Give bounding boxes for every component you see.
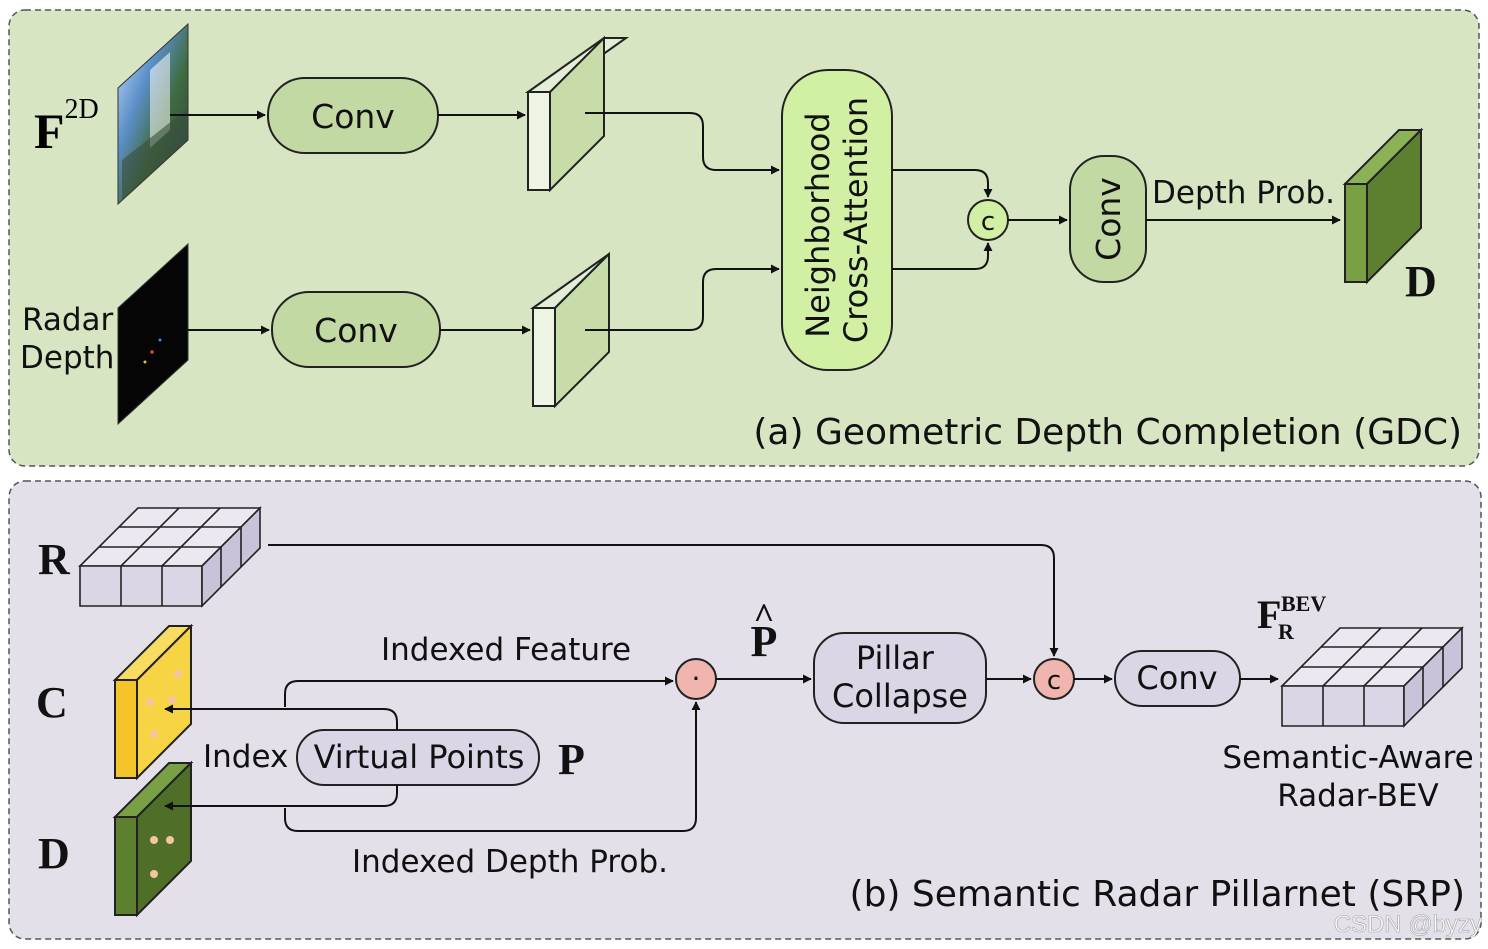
srp-connections — [164, 544, 1279, 832]
gdc-panel: F2D Radar Depth Conv Conv — [8, 9, 1480, 467]
neighborhood-cross-attention-block — [781, 69, 893, 371]
radar-bev-grid — [1280, 626, 1464, 728]
neighborhood-label: Neighborhood Cross-Attention — [799, 97, 875, 343]
srp-panel: R C D Indexed Feature Virtual Points Ind — [8, 480, 1483, 940]
p-label: P — [558, 735, 585, 784]
srp-caption: (b) Semantic Radar Pillarnet (SRP) — [850, 874, 1465, 915]
p-hat-label: P — [751, 617, 778, 666]
c-label: C — [36, 678, 68, 727]
radar-feature-tensor — [529, 251, 610, 409]
conv-bottom-label: Conv — [314, 311, 398, 350]
multiply-symbol: · — [692, 662, 701, 695]
virtual-points-label: Virtual Points — [314, 738, 525, 776]
depth-d-tensor — [112, 760, 194, 918]
conv-srp-label: Conv — [1136, 659, 1217, 697]
p-hat-accent: ^ — [754, 596, 775, 636]
output-d-label: D — [1405, 257, 1437, 306]
indexed-feature-label: Indexed Feature — [381, 632, 631, 668]
image-feature-tensor — [524, 35, 630, 193]
bev-output-label: F — [1257, 592, 1281, 637]
d-label: D — [38, 829, 70, 878]
index-label: Index — [203, 739, 288, 775]
concat-symbol-srp: c — [1047, 666, 1061, 696]
radar-depth-image-icon — [117, 242, 189, 426]
pillar-collapse-label: Pillar Collapse — [832, 639, 968, 715]
bev-output-sub: R — [1278, 619, 1295, 644]
radar-pillar-grid — [78, 506, 262, 608]
watermark: CSDN @byzy — [1334, 911, 1482, 938]
semantic-c-tensor — [112, 623, 194, 781]
bev-output-sup: BEV — [1281, 591, 1326, 616]
conv-top-label: Conv — [311, 97, 395, 136]
f2d-label: F2D — [34, 94, 99, 159]
radar-depth-label: Radar Depth — [20, 302, 123, 376]
conv-vertical-label: Conv — [1089, 177, 1128, 261]
virtual-points-block — [296, 729, 540, 786]
depth-prob-label: Depth Prob. — [1152, 175, 1335, 211]
gdc-connections — [170, 110, 1341, 335]
depth-prob-tensor — [1342, 127, 1424, 285]
indexed-depth-prob-label: Indexed Depth Prob. — [352, 844, 668, 880]
gdc-caption: (a) Geometric Depth Completion (GDC) — [753, 412, 1462, 453]
concat-symbol-gdc: c — [981, 207, 995, 237]
camera-image-icon — [117, 22, 189, 206]
bev-caption: Semantic-Aware Radar-BEV — [1222, 740, 1483, 814]
r-label: R — [38, 535, 71, 584]
